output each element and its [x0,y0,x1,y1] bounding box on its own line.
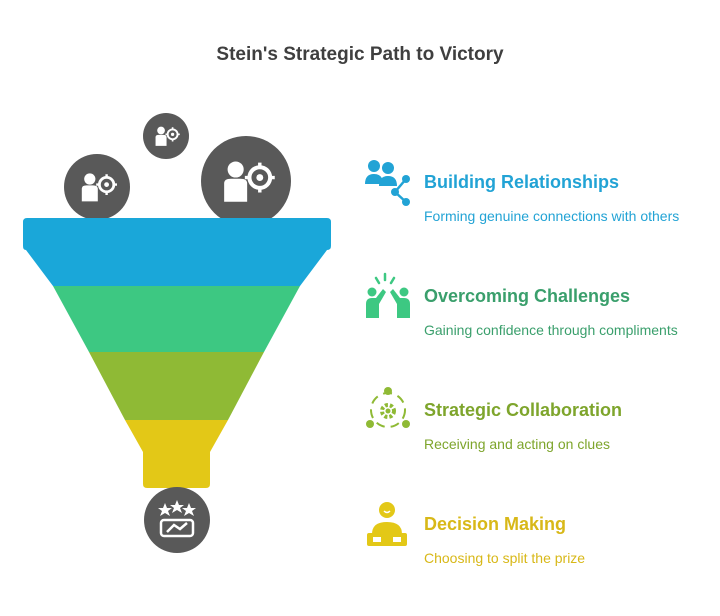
step-description: Choosing to split the prize [424,550,586,566]
stars-handshake-icon [158,500,196,538]
businessman-target-icon [224,161,275,202]
output-circle [144,487,210,553]
step-heading: Strategic Collaboration [424,400,623,420]
funnel-layer-4 [125,420,228,488]
page-title: Stein's Strategic Path to Victory [216,44,504,65]
step-description: Gaining confidence through compliments [424,322,678,338]
step-description: Receiving and acting on clues [424,436,611,452]
businessman-target-icon [155,126,180,146]
gear-team-icon [366,387,410,428]
step-description: Forming genuine connections with others [424,208,680,224]
funnel-layer-2 [53,286,300,352]
funnel-layer-1 [23,218,331,286]
high-five-icon [366,272,410,318]
businessman-target-icon [81,173,118,202]
funnel-layer-3 [89,352,264,420]
person-desk-icon [367,502,407,546]
input-circle-small [143,113,189,159]
people-share-icon [365,160,410,206]
step-heading: Decision Making [424,514,567,534]
step-heading: Building Relationships [424,172,620,192]
step-heading: Overcoming Challenges [424,286,631,306]
input-circle-medium [64,154,130,220]
input-circle-large [201,136,291,226]
